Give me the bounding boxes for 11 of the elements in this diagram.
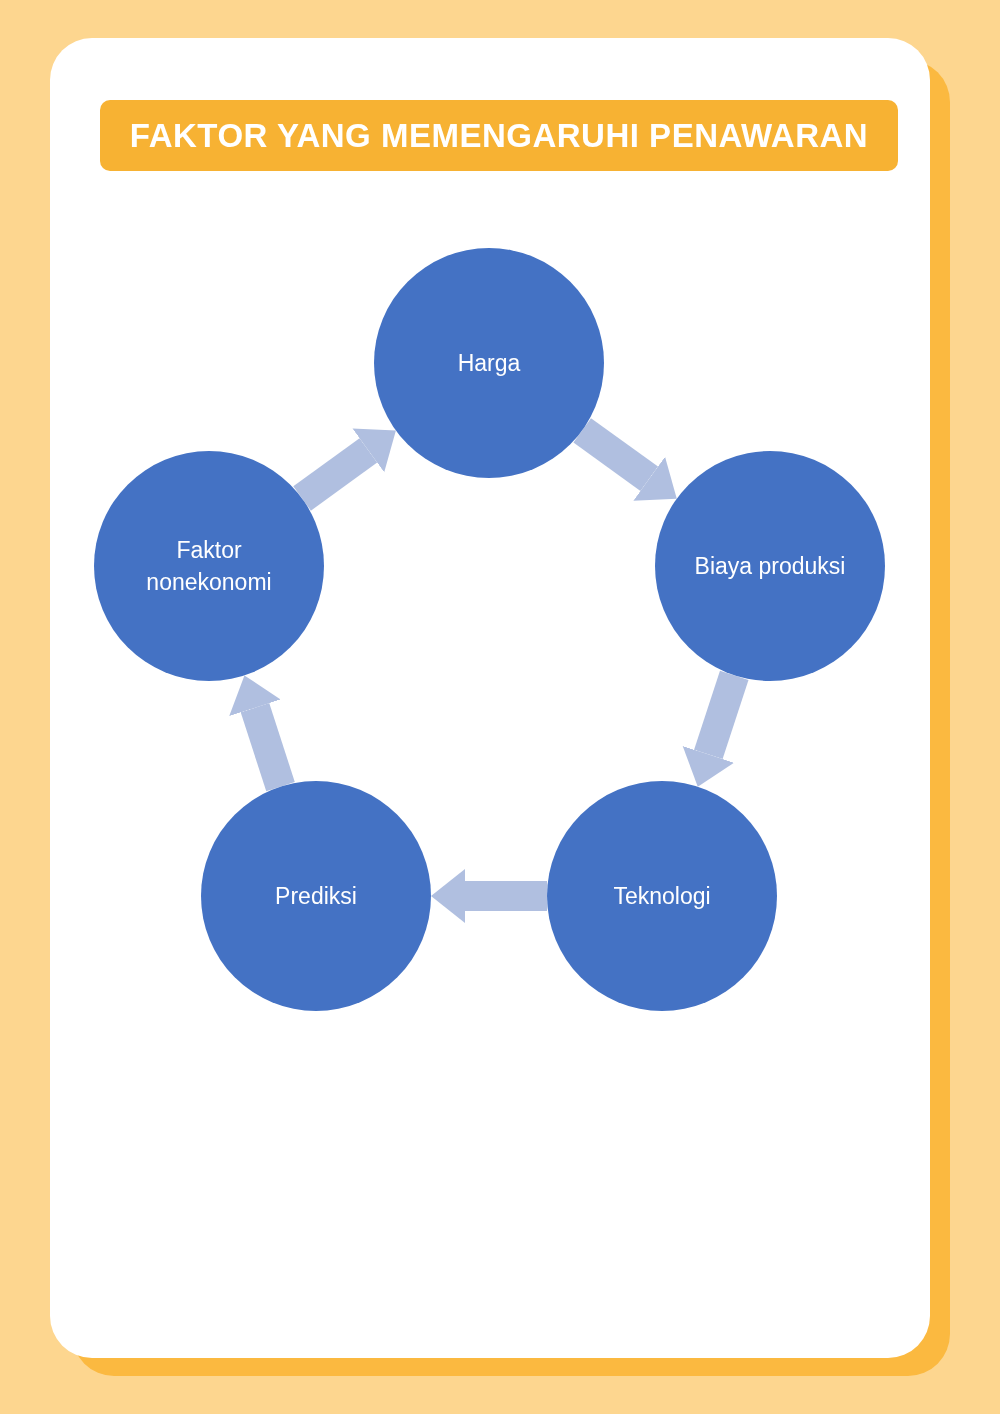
node-label: Prediksi	[275, 881, 357, 911]
block-arrow	[229, 675, 295, 792]
title-banner: FAKTOR YANG MEMENGARUHI PENAWARAN	[100, 100, 898, 171]
block-arrow	[573, 418, 677, 501]
node-label: Harga	[457, 348, 521, 378]
node-label: Teknologi	[613, 881, 711, 911]
node-label: Biaya produksi	[694, 551, 846, 581]
block-arrow	[431, 869, 547, 923]
block-arrow	[293, 428, 396, 511]
node-label: Faktor nonekonomi	[145, 535, 273, 597]
block-arrow	[682, 670, 749, 787]
